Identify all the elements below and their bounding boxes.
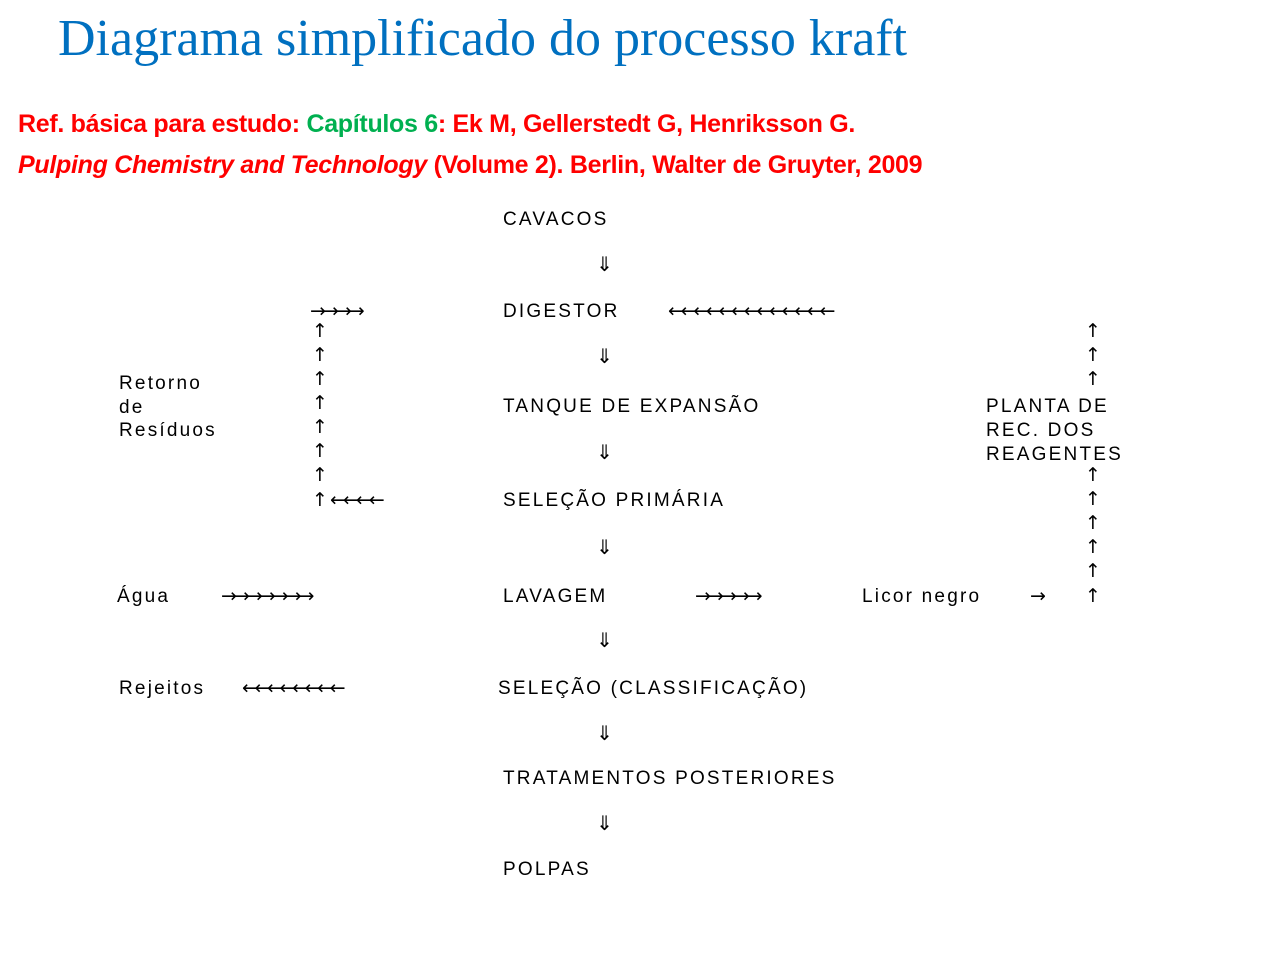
reference-book-title: Pulping Chemistry and Technology <box>18 151 427 179</box>
label-retorno: Retorno <box>119 373 202 394</box>
up-arrow-icon: ↑ <box>312 392 328 414</box>
step-cavacos: CAVACOS <box>503 209 609 230</box>
down-arrow-icon: ⇓ <box>596 628 613 652</box>
step-polpas: POLPAS <box>503 859 591 880</box>
step-lavagem: LAVAGEM <box>503 586 608 607</box>
up-arrow-icon: ↑ <box>1085 320 1101 342</box>
label-agua: Água <box>117 586 171 607</box>
up-arrow-icon: ↑ <box>312 489 328 511</box>
up-arrow-icon: ↑ <box>312 344 328 366</box>
up-arrow-icon: ↑ <box>312 464 328 486</box>
up-arrow-icon: ↑ <box>1085 464 1101 486</box>
black-liquor-end-arrow: → <box>1030 585 1046 607</box>
step-tanque-expansao: TANQUE DE EXPANSÃO <box>503 396 761 417</box>
up-arrow-icon: ↑ <box>1085 512 1101 534</box>
water-inflow-arrows: →→→→→→→ <box>221 585 314 607</box>
reagent-feed-arrows: ←←←←←←←←←←←←← <box>668 300 835 322</box>
up-arrow-icon: ↑ <box>1085 488 1101 510</box>
step-selecao-classificacao: SELEÇÃO (CLASSIFICAÇÃO) <box>498 678 809 699</box>
down-arrow-icon: ⇓ <box>596 344 613 368</box>
reference-chapters: Capítulos 6 <box>306 110 438 138</box>
down-arrow-icon: ⇓ <box>596 535 613 559</box>
label-rejeitos: Rejeitos <box>119 678 206 699</box>
up-arrow-icon: ↑ <box>312 368 328 390</box>
down-arrow-icon: ⇓ <box>596 252 613 276</box>
label-residuos: Resíduos <box>119 420 217 441</box>
down-arrow-icon: ⇓ <box>596 440 613 464</box>
label-de: de <box>119 397 145 418</box>
reference-publisher: (Volume 2). Berlin, Walter de Gruyter, 2… <box>426 151 923 179</box>
residue-return-top-arrows: →→→→ <box>310 300 365 322</box>
up-arrow-icon: ↑ <box>312 320 328 342</box>
up-arrow-icon: ↑ <box>1085 344 1101 366</box>
reference-authors: : Ek M, Gellerstedt G, Henriksson G. <box>437 110 855 138</box>
step-tratamentos-posteriores: TRATAMENTOS POSTERIORES <box>503 768 837 789</box>
down-arrow-icon: ⇓ <box>596 721 613 745</box>
step-selecao-primaria: SELEÇÃO PRIMÁRIA <box>503 490 726 511</box>
reference-line-1: Ref. básica para estudo: Capítulos 6: Ek… <box>18 110 855 139</box>
label-licor-negro: Licor negro <box>862 586 982 607</box>
slide-title: Diagrama simplificado do processo kraft <box>58 10 908 67</box>
reference-prefix: Ref. básica para estudo: <box>18 110 307 138</box>
up-arrow-icon: ↑ <box>1085 536 1101 558</box>
up-arrow-icon: ↑ <box>1085 560 1101 582</box>
step-digestor: DIGESTOR <box>503 301 620 322</box>
primary-reject-return-arrows: ←←←← <box>330 489 385 511</box>
label-rec-dos: REC. DOS <box>986 420 1096 441</box>
down-arrow-icon: ⇓ <box>596 811 613 835</box>
reference-line-2: Pulping Chemistry and Technology (Volume… <box>18 151 923 180</box>
black-liquor-arrows: →→→→→ <box>695 585 763 607</box>
up-arrow-icon: ↑ <box>1085 585 1101 607</box>
up-arrow-icon: ↑ <box>1085 368 1101 390</box>
up-arrow-icon: ↑ <box>312 440 328 462</box>
label-reagentes: REAGENTES <box>986 444 1123 465</box>
label-planta: PLANTA DE <box>986 396 1109 417</box>
rejects-outflow-arrows: ←←←←←←←← <box>242 677 346 699</box>
up-arrow-icon: ↑ <box>312 416 328 438</box>
